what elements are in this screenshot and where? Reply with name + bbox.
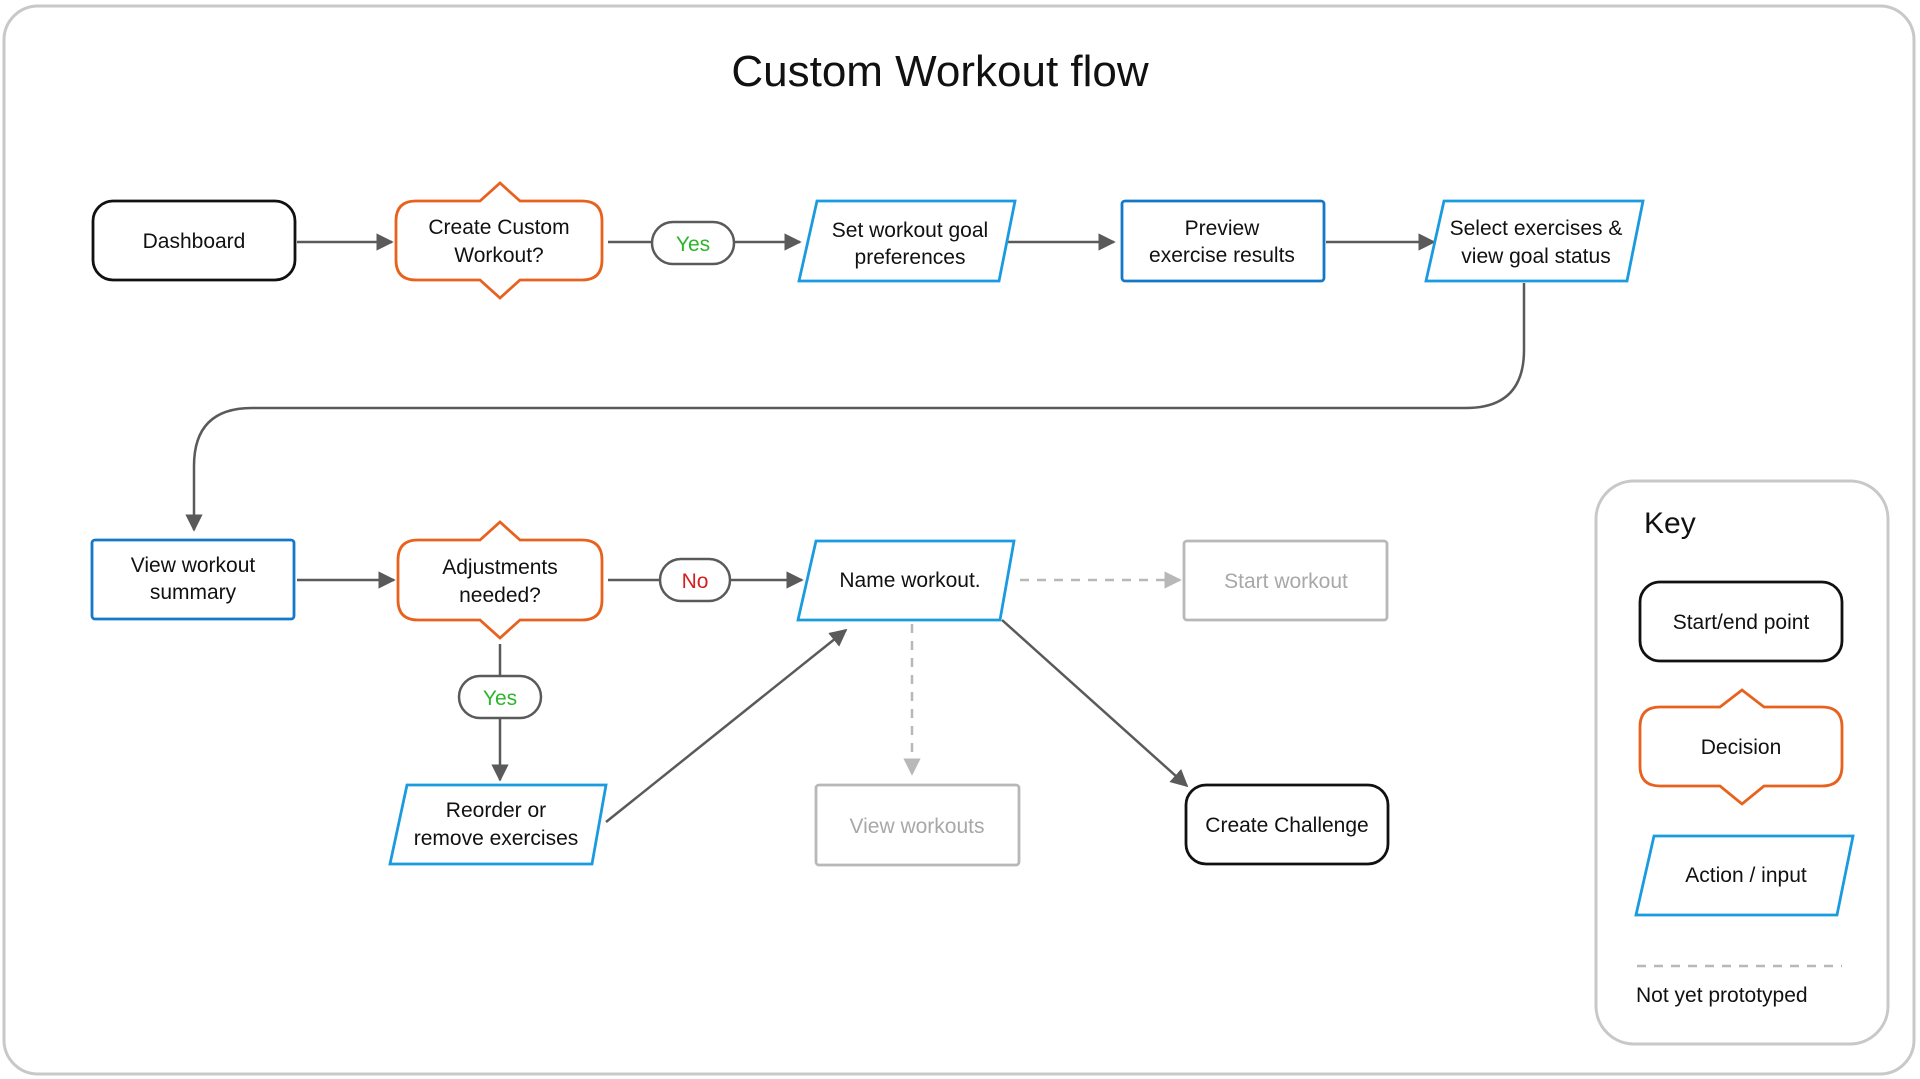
svg-text:View workout: View workout <box>131 554 256 577</box>
svg-text:Set workout goal: Set workout goal <box>832 219 988 242</box>
legend-action: Action / input <box>1634 834 1855 917</box>
dashed-connectors <box>903 571 1182 776</box>
svg-text:Decision: Decision <box>1701 736 1782 759</box>
node-set-goal-action: Set workout goal preferences <box>797 199 1017 283</box>
yes-label-top: Yes <box>676 233 710 256</box>
svg-text:Reorder or: Reorder or <box>446 799 546 822</box>
svg-text:Start workout: Start workout <box>1224 570 1348 593</box>
node-preview-process: Preview exercise results <box>1120 199 1326 283</box>
no-pill: No <box>658 557 732 603</box>
arrow-reorder-to-name <box>605 628 848 823</box>
arrow-name-to-challenge <box>1001 619 1189 788</box>
svg-text:Preview: Preview <box>1185 217 1261 240</box>
legend-decision: Decision <box>1638 688 1844 806</box>
node-create-custom-decision: Create Custom Workout? <box>394 181 604 300</box>
node-start-workout-not-prototyped: Start workout <box>1182 539 1389 622</box>
node-reorder-action: Reorder or remove exercises <box>388 783 608 866</box>
svg-text:view goal status: view goal status <box>1461 245 1610 268</box>
node-view-summary-process: View workout summary <box>90 538 296 621</box>
no-label: No <box>682 570 709 593</box>
svg-text:summary: summary <box>150 581 237 604</box>
node-adjustments-decision: Adjustments needed? <box>396 520 604 640</box>
legend-start-end: Start/end point <box>1638 580 1844 663</box>
svg-text:needed?: needed? <box>459 584 541 607</box>
svg-text:Start/end point: Start/end point <box>1673 611 1810 634</box>
svg-text:View workouts: View workouts <box>849 815 984 838</box>
connectors <box>185 233 1526 823</box>
svg-text:Create Custom: Create Custom <box>428 216 569 239</box>
node-view-workouts-not-prototyped: View workouts <box>814 783 1021 867</box>
yes-pill-top: Yes <box>650 220 736 266</box>
svg-text:Name workout.: Name workout. <box>839 569 980 592</box>
svg-text:Workout?: Workout? <box>454 244 544 267</box>
yes-pill-bottom: Yes <box>457 674 543 720</box>
svg-text:Create Challenge: Create Challenge <box>1205 814 1368 837</box>
legend: Key Start/end point Decision Action / in… <box>1594 479 1890 1046</box>
legend-not-prototyped: Not yet prototyped <box>1636 984 1808 1007</box>
svg-text:Adjustments: Adjustments <box>442 556 558 579</box>
node-create-challenge: Create Challenge <box>1184 783 1390 866</box>
svg-text:Dashboard: Dashboard <box>143 230 246 253</box>
svg-text:preferences: preferences <box>855 246 966 269</box>
legend-title: Key <box>1644 507 1696 540</box>
yes-label-bottom: Yes <box>483 687 517 710</box>
svg-text:Select exercises &: Select exercises & <box>1450 217 1623 240</box>
diagram-title: Custom Workout flow <box>731 47 1149 96</box>
svg-text:exercise results: exercise results <box>1149 244 1295 267</box>
node-dashboard: Dashboard <box>91 199 297 282</box>
arrow-select-to-summary <box>185 283 1526 532</box>
svg-text:remove exercises: remove exercises <box>414 827 579 850</box>
node-select-exercises-action: Select exercises & view goal status <box>1424 199 1645 283</box>
svg-text:Action / input: Action / input <box>1685 864 1807 887</box>
node-name-workout-action: Name workout. <box>796 539 1016 622</box>
